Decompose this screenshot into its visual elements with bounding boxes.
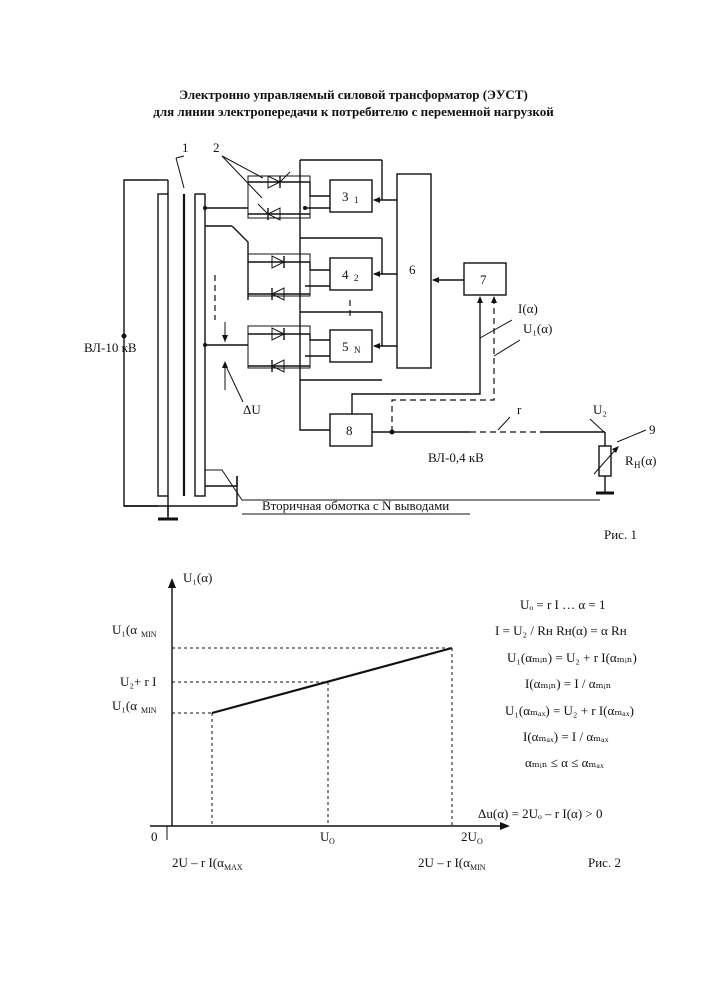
origin-label: 0 [151, 829, 158, 844]
secondary-winding-label: Вторичная обмотка с N выводами [262, 498, 449, 513]
equation-6: I(αₘₐₓ) = I / αₘₐₓ [523, 729, 609, 744]
thyristor-pair-2 [248, 254, 330, 300]
x-tick-2uo: 2U [461, 829, 478, 844]
y-tick-low-sub: MIN [141, 706, 157, 715]
y-tick-top: U₁(α [112, 622, 137, 637]
equation-4: I(αₘᵢₙ) = I / αₘᵢₙ [525, 676, 611, 691]
y-tick-low: U₁(α [112, 698, 137, 713]
signal-i-label: I(α) [518, 301, 538, 316]
equation-2: I = U₂ / Rʜ Rʜ(α) = α Rʜ [495, 623, 627, 638]
rh-label: R [625, 453, 634, 468]
block-5-sub: N [354, 345, 361, 355]
block-5-label: 5 [342, 339, 349, 354]
rh-arg: (α) [641, 453, 656, 468]
thyristor-pair-n [248, 326, 330, 372]
r-label: r [517, 402, 522, 417]
fig1-caption: Рис. 1 [604, 527, 637, 542]
ref-1-label: 1 [182, 140, 189, 155]
u1-line [212, 648, 452, 713]
signal-u1-label: U₁(α) [523, 321, 552, 336]
hv-line-label: ВЛ-10 кВ [84, 340, 137, 355]
equation-7: αₘᵢₙ ≤ α ≤ αₘₐₓ [525, 755, 604, 770]
x-label-right: 2U – r I(αMIN [418, 855, 486, 872]
y-axis-label: U₁(α) [183, 570, 212, 585]
ref-9-label: 9 [649, 422, 656, 437]
y-tick-top-sub: MIN [141, 630, 157, 639]
hv-node [122, 334, 127, 339]
delta-u-label: ΔU [243, 402, 261, 417]
y-tick-mid: U₂+ r I [120, 674, 156, 689]
equation-8: Δu(α) = 2Uₒ – r I(α) > 0 [478, 806, 603, 821]
block-4-sub: 2 [354, 273, 359, 283]
block-3 [330, 180, 372, 212]
block-3-label: 3 [342, 189, 349, 204]
equation-5: U₁(αₘₐₓ) = U₂ + r I(αₘₐₓ) [505, 703, 634, 718]
rh-sub: H [634, 460, 641, 470]
equation-1: Uₒ = r I … α = 1 [520, 597, 606, 612]
u2-label: U₂ [593, 402, 607, 417]
equation-3: U₁(αₘᵢₙ) = U₂ + r I(αₘᵢₙ) [507, 650, 637, 665]
figure-1-circuit: 1 2 ΔU [84, 140, 656, 542]
block-8-label: 8 [346, 423, 353, 438]
figure-2-graph: U₁(α) 0 U₁(α MIN U₂+ r I U₁(α MIN U O 2U… [112, 570, 637, 872]
block-4-label: 4 [342, 267, 349, 282]
fig2-caption: Рис. 2 [588, 855, 621, 870]
block-5 [330, 330, 372, 362]
block-3-sub: 1 [354, 195, 359, 205]
primary-winding [158, 194, 168, 496]
block-4 [330, 258, 372, 290]
x-tick-2uo-sub: O [477, 837, 483, 846]
lv-line-label: ВЛ-0,4 кВ [428, 450, 484, 465]
block-6-label: 6 [409, 262, 416, 277]
x-tick-uo-sub: O [329, 837, 335, 846]
output-bus [300, 160, 330, 430]
block-7-label: 7 [480, 272, 487, 287]
x-label-left: 2U – r I(αMAX [172, 855, 243, 872]
ref-2-label: 2 [213, 140, 220, 155]
